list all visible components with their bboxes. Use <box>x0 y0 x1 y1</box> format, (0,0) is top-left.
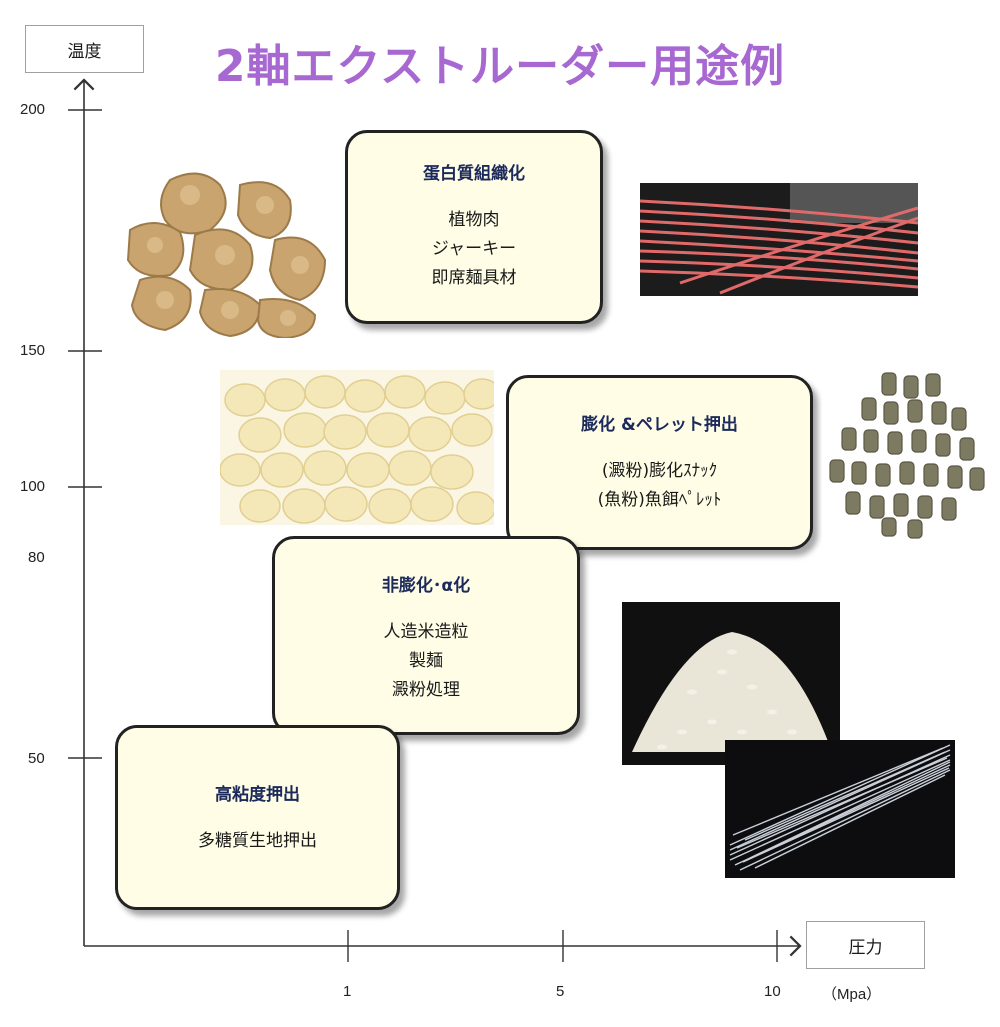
fish-pellet-photo <box>822 368 990 540</box>
card-viscous-item-1: 多糖質生地押出 <box>198 831 317 851</box>
page-title: 2軸エクストルーダー用途例 <box>214 41 786 92</box>
card-nonpuff-item-1: 人造米造粒 <box>383 622 469 642</box>
card-protein-item-3: 即席麺具材 <box>431 268 517 288</box>
card-puffing-title: 膨化 &ペレット押出 <box>581 415 738 435</box>
x-tick-label-10: 10 <box>764 983 781 1000</box>
card-puffing-item-2: (魚粉)魚餌ﾍﾟﾚｯﾄ <box>597 490 722 510</box>
y-tick-label-200: 200 <box>20 101 46 118</box>
puffed-snack-photo <box>220 370 494 525</box>
card-puffing-pellet: 膨化 &ペレット押出 (澱粉)膨化ｽﾅｯｸ (魚粉)魚餌ﾍﾟﾚｯﾄ <box>506 375 813 550</box>
y-tick-label-80: 80 <box>28 549 45 566</box>
red-strands-photo <box>640 183 918 296</box>
artificial-rice-photo <box>622 602 840 765</box>
card-viscous-title: 高粘度押出 <box>215 785 300 805</box>
card-nonpuff-item-3: 澱粉処理 <box>392 680 460 700</box>
x-tick-label-1: 1 <box>343 983 352 1000</box>
card-puffing-item-1: (澱粉)膨化ｽﾅｯｸ <box>601 461 718 481</box>
card-nonpuff-title: 非膨化･α化 <box>381 576 471 596</box>
x-tick-label-5: 5 <box>556 983 565 1000</box>
card-nonpuff-item-2: 製麺 <box>409 651 443 671</box>
card-protein-texturization: 蛋白質組織化 植物肉 ジャーキー 即席麺具材 <box>345 130 603 324</box>
card-nonpuff-alpha: 非膨化･α化 人造米造粒 製麺 澱粉処理 <box>272 536 580 735</box>
card-protein-title: 蛋白質組織化 <box>423 164 525 184</box>
y-tick-label-100: 100 <box>20 478 46 495</box>
textured-protein-photo <box>110 160 342 338</box>
x-axis-unit: （Mpa） <box>822 986 882 1003</box>
card-protein-item-1: 植物肉 <box>448 210 500 230</box>
noodle-photo <box>725 740 955 878</box>
y-tick-label-50: 50 <box>28 750 45 767</box>
card-protein-item-2: ジャーキー <box>431 239 517 259</box>
card-high-viscosity: 高粘度押出 多糖質生地押出 <box>115 725 400 910</box>
x-axis-label: 圧力 <box>806 921 925 969</box>
y-tick-label-150: 150 <box>20 342 46 359</box>
y-axis-label: 温度 <box>25 25 144 73</box>
